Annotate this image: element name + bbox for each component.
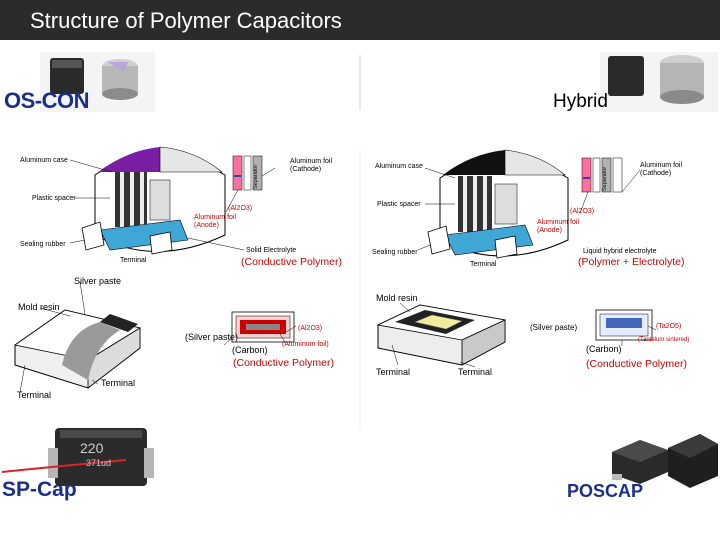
oscon-al2o3-label: (Al2O3) (228, 205, 253, 212)
hybrid-sealing-rubber-label: Sealing rubber (372, 249, 418, 256)
oscon-product-photo (40, 52, 155, 112)
oscon-anode-label: (Anode) (194, 222, 219, 229)
poscap-mold-resin-label: Mold resin (376, 293, 418, 303)
oscon-sealing-rubber-label: Sealing rubber (20, 241, 66, 248)
hybrid-al2o3-label: (Al2O3) (570, 208, 595, 215)
hybrid-cutaway (417, 149, 641, 259)
hybrid-separator-label: Separator (602, 166, 608, 191)
spcap-marking-line2: 371ud (86, 458, 112, 468)
spcap-chip-cutaway (14, 281, 142, 393)
oscon-separator-label: Separator (253, 164, 259, 189)
title-bar: Structure of Polymer Capacitors (0, 0, 720, 40)
poscap-layer-detail (595, 309, 657, 346)
hybrid-liquid-electrolyte-label: Liquid hybrid electrolyte (583, 248, 657, 255)
spcap-marking-line1: 220 (80, 440, 104, 456)
hybrid-terminal-label: Terminal (470, 261, 497, 268)
poscap-tantalum-label: (Tantalum sintered) (638, 337, 690, 343)
spcap-aluminum-foil-label: (Aluminum foil) (282, 341, 329, 348)
spcap-silver-paste-detail-label: (Silver paste) (185, 332, 239, 342)
spcap-layer-detail (223, 311, 297, 346)
hybrid-label: Hybrid (553, 91, 608, 112)
hybrid-al-foil-anode-label: Aluminum foil (537, 219, 580, 226)
spcap-terminal-left-label: Terminal (17, 390, 52, 400)
spcap-silver-paste-label: Silver paste (74, 276, 122, 286)
poscap-logo: POSCAP (567, 481, 644, 501)
spcap-mold-resin-label: Mold resin (18, 302, 60, 312)
oscon-terminal-label: Terminal (120, 257, 147, 264)
poscap-terminal-left-label: Terminal (376, 367, 411, 377)
hybrid-polymer-electrolyte-label: (Polymer + Electrolyte) (578, 256, 685, 268)
spcap-conductive-polymer-label: (Conductive Polymer) (233, 357, 334, 369)
oscon-conductive-polymer-label: (Conductive Polymer) (241, 256, 342, 268)
poscap-silver-paste-label: (Silver paste) (530, 323, 578, 332)
spcap-logo: SP-Cap (2, 478, 77, 501)
oscon-logo: OS-CON (4, 88, 90, 113)
hybrid-anode-label: (Anode) (537, 227, 562, 234)
hybrid-plastic-spacer-label: Plastic spacer (377, 201, 421, 208)
hybrid-cathode-label: (Cathode) (640, 170, 672, 177)
hybrid-aluminum-case-label: Aluminum case (375, 163, 423, 170)
poscap-product-photo (612, 434, 718, 488)
hybrid-product-photo (600, 52, 718, 112)
spcap-logo-swoosh (1, 459, 127, 473)
slide-title: Structure of Polymer Capacitors (30, 8, 342, 33)
poscap-conductive-polymer-label: (Conductive Polymer) (586, 358, 687, 370)
spcap-terminal-right-label: Terminal (101, 378, 136, 388)
oscon-cutaway (69, 146, 276, 255)
poscap-terminal-right-label: Terminal (458, 367, 493, 377)
hybrid-al-foil-cathode-label: Aluminum foil (640, 162, 683, 169)
oscon-aluminum-case-label: Aluminum case (20, 157, 68, 164)
poscap-carbon-label: (Carbon) (586, 344, 622, 354)
oscon-solid-electrolyte-label: Solid Electrolyte (246, 247, 297, 254)
oscon-plastic-spacer-label: Plastic spacer (32, 195, 76, 202)
spcap-carbon-label: (Carbon) (232, 345, 268, 355)
oscon-cathode-label: (Cathode) (290, 166, 322, 173)
poscap-ta2o5-label: (Ta2O5) (656, 323, 682, 330)
poscap-chip-cutaway (376, 302, 507, 368)
oscon-al-foil-cathode-label: Aluminum foil (290, 158, 333, 165)
oscon-al-foil-anode-label: Aluminum foil (194, 214, 237, 221)
spcap-al2o3-label: (Al2O3) (298, 325, 323, 332)
spcap-product-photo (48, 428, 154, 486)
